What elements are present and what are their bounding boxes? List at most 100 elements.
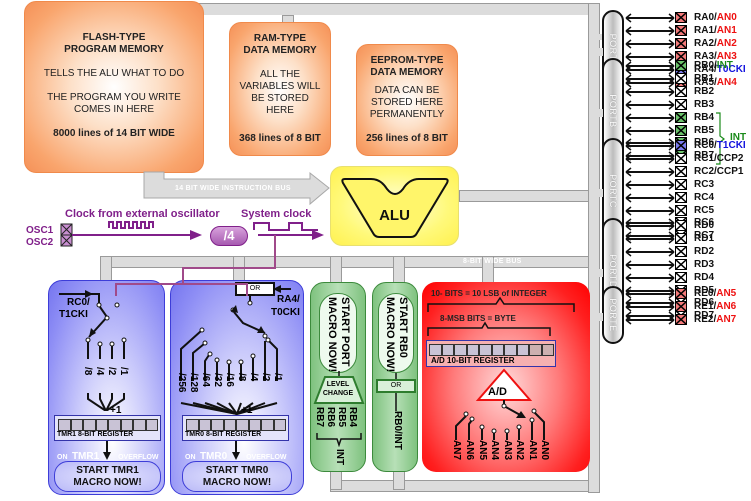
pin-name: RD3 (694, 258, 715, 270)
bus-porta-link (598, 34, 604, 40)
ram-title-2: DATA MEMORY (243, 45, 317, 56)
bidirectional-arrow-icon (625, 180, 675, 190)
adc-input-an7: AN7 (451, 440, 462, 461)
rb0-macro-line-1: START RB0 (397, 297, 409, 358)
rb0-or-label: OR (390, 382, 402, 389)
port-label: PORTE (608, 298, 618, 332)
tmr0-overflow-word: OVERFLOW (246, 454, 287, 461)
tmr0-or-gate: OR (235, 282, 275, 296)
tmr1-overflow-text: ON TMR1 OVERFLOW (57, 446, 159, 464)
pin-name: RA4/ (694, 63, 717, 75)
pin-label: RB6 (694, 137, 714, 148)
adc-input-an5: AN5 (477, 440, 488, 461)
pin-label: RC0/T1CKI (694, 140, 746, 151)
rb0-or-gate: OR (376, 379, 416, 393)
tmr1-prescaler-8: /8 (82, 367, 93, 376)
adc-input-an2: AN2 (514, 440, 525, 461)
pin-name: RB3 (694, 98, 715, 110)
pin-function: AN7 (716, 313, 737, 325)
eeprom-line-1: DATA CAN BE (374, 85, 440, 96)
ram-line-3: BE STORED (251, 93, 309, 104)
tmr1-register-label: TMR1 8-BIT REGISTER (57, 431, 134, 438)
pin-pad-icon (675, 165, 687, 177)
pin-pad-icon (675, 111, 687, 123)
oscillator-wave-icon (108, 221, 154, 229)
bidirectional-arrow-icon (625, 113, 675, 123)
pin-label: RD2 (694, 246, 714, 257)
tmr0-input-label-1: RA4/ (277, 294, 300, 305)
tmr0-overflow-text: ON TMR0 OVERFLOW (185, 446, 287, 464)
pin-label: RB3 (694, 99, 714, 110)
pin-name: RE1/ (694, 300, 717, 312)
pin-label: RE0/AN5 (694, 288, 736, 299)
bidirectional-arrow-icon (625, 125, 675, 136)
rb0-wire (395, 373, 397, 411)
bidirectional-arrow-icon (625, 39, 675, 49)
pin-pad-icon (675, 85, 687, 97)
tmr0-register-label: TMR0 8-BIT REGISTER (185, 431, 262, 438)
tmr0-prescaler-2: /2 (260, 373, 271, 382)
port-pin-rb7: RB7 (314, 407, 325, 428)
adc-braces (427, 296, 575, 336)
pin-name: RA5/ (694, 76, 717, 88)
tmr0-prescaler-switch (180, 285, 291, 415)
pin-pad-icon (675, 220, 687, 231)
adc-input-an6: AN6 (464, 440, 475, 461)
rb0-interrupt-block: START RB0 MACRO NOW! OR RB0/INT (372, 282, 418, 472)
adc-input-an0: AN0 (539, 440, 550, 461)
ram-title-1: RAM-TYPE (253, 33, 307, 44)
tmr1-overflow-on: ON (57, 454, 68, 461)
bidirectional-arrow-icon (625, 52, 675, 62)
pin-pad-icon (675, 152, 687, 164)
pin-name: RB1 (694, 72, 715, 84)
ram-line-4: HERE (266, 105, 294, 116)
bus-top (154, 3, 600, 15)
start-tmr1-macro: START TMR1 MACRO NOW! (54, 461, 161, 492)
pin-label: RD0 (694, 220, 714, 231)
pin-function: T0CKI (716, 63, 746, 75)
pin-pad-icon (675, 288, 687, 299)
pin-label: RA4/T0CKI (694, 64, 746, 75)
tmr1-macro-line-2: MACRO NOW! (73, 477, 142, 488)
port-bus-link (599, 188, 603, 197)
tmr0-register-cells (186, 419, 286, 431)
port-pin-rb4: RB4 (347, 407, 358, 428)
tmr1-register: TMR1 8-BIT REGISTER (54, 415, 161, 441)
bidirectional-arrow-icon (625, 61, 675, 71)
tmr0-block: OR RA4/ T0CKI /256 /128 /64 /32 /16 /8 /… (170, 280, 304, 495)
pin-label: RA0/AN0 (694, 12, 737, 23)
flash-title-1: FLASH-TYPE (82, 32, 146, 43)
osc-pin-icon (60, 223, 73, 247)
tmr0-prescaler-128: /128 (188, 373, 199, 393)
bidirectional-arrow-icon (625, 302, 675, 312)
adc-input-mux (455, 400, 545, 440)
pin-pad-icon (675, 98, 687, 110)
adc-input-an1: AN1 (527, 440, 538, 461)
port-change-interrupt-block: START PORT MACRO NOW! LEVEL CHANGE RB4 R… (310, 282, 366, 472)
pin-label: RD7 (694, 310, 714, 321)
pin-name: RC5 (694, 204, 715, 216)
bus-alu-right (459, 190, 589, 202)
data-bus-label: 8-BIT WIDE BUS (463, 258, 522, 265)
pin-pad-icon (675, 245, 687, 257)
pin-function: AN0 (716, 12, 737, 23)
bidirectional-arrow-icon (625, 74, 675, 84)
pin-pad-icon (675, 60, 687, 71)
adc-register-label: A/D 10-BIT REGISTER (431, 356, 515, 365)
port-bus-link (599, 313, 603, 321)
pin-name: RB4 (694, 111, 715, 123)
pin-name: RB6 (694, 137, 715, 149)
tmr0-input-label-2: T0CKI (271, 307, 300, 318)
rb0-macro-pill (378, 293, 414, 373)
eeprom-title-1: EEPROM-TYPE (370, 55, 444, 66)
pin-label: RD3 (694, 259, 714, 270)
pin-label: RB1 (694, 73, 714, 84)
pin-name: RD7 (694, 310, 715, 322)
pin-pad-icon (675, 191, 687, 203)
pin-label: RB2 (694, 86, 714, 97)
port-bus-link (599, 47, 603, 56)
portb-int-label: INT (730, 132, 747, 144)
tmr1-register-cells (58, 419, 158, 431)
bidirectional-arrow-icon (625, 315, 675, 325)
tmr0-prescaler-32: /32 (212, 373, 223, 387)
